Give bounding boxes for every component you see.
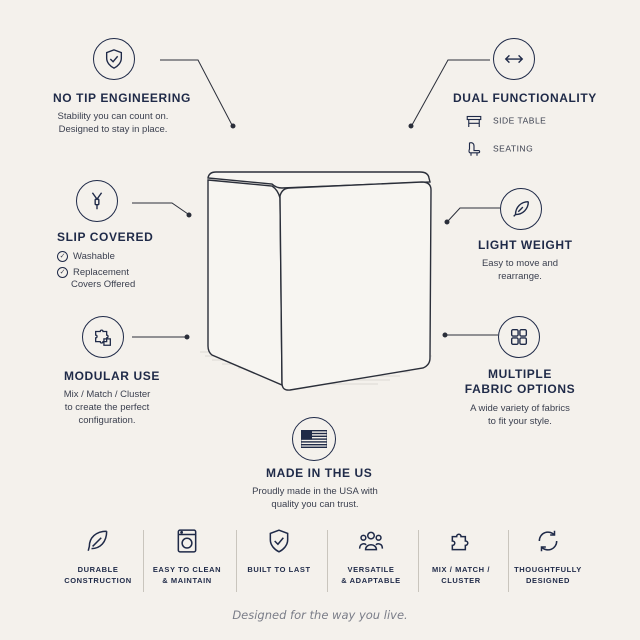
bottom-feature-label-line1: THOUGHTFULLY: [514, 565, 582, 574]
bottom-feature-label-line2: CONSTRUCTION: [64, 576, 132, 585]
zipper-icon: [76, 180, 118, 222]
bottom-feature-easy-clean: EASY TO CLEAN & MAINTAIN: [142, 528, 232, 586]
side-table-icon: [466, 115, 482, 127]
slip-item-replacement-label: Replacement: [73, 267, 129, 279]
fabric-desc-line2: to fit your style.: [488, 416, 552, 427]
puzzle-icon: [82, 316, 124, 358]
made-desc: Proudly made in the USA with quality you…: [235, 485, 395, 511]
bottom-feature-label-line2: & MAINTAIN: [162, 576, 212, 585]
bottom-feature-label-line1: VERSATILE: [347, 565, 395, 574]
bottom-feature-label-line1: MIX / MATCH /: [431, 565, 491, 574]
made-title: MADE IN THE US: [266, 466, 373, 480]
dual-item-side-table-label: SIDE TABLE: [493, 115, 547, 126]
divider: [236, 530, 237, 592]
tagline: Designed for the way you live.: [232, 608, 408, 622]
bottom-feature-label-line2: DESIGNED: [526, 576, 570, 585]
puzzle-icon: [451, 533, 469, 551]
armchair-icon: [468, 142, 481, 156]
slip-item-covers: Covers Offered: [71, 279, 135, 291]
dual-title: DUAL FUNCTIONALITY: [453, 91, 597, 105]
fabric-desc-line1: A wide variety of fabrics: [470, 403, 570, 414]
bottom-feature-label-line1: BUILT TO LAST: [247, 565, 311, 574]
shield-check-icon: [269, 529, 289, 553]
bottom-feature-label-line2: CLUSTER: [441, 576, 481, 585]
modular-desc: Mix / Match / Cluster to create the perf…: [37, 388, 177, 427]
dual-item-seating-label: SEATING: [493, 143, 534, 154]
dual-item-seating: SEATING: [465, 140, 533, 158]
made-desc-line1: Proudly made in the USA with: [252, 486, 378, 497]
light-desc: Easy to move and rearrange.: [450, 257, 590, 283]
washing-machine-icon: [177, 529, 197, 553]
modular-title: MODULAR USE: [64, 369, 160, 383]
divider: [508, 530, 509, 592]
fabric-desc: A wide variety of fabrics to fit your st…: [450, 402, 590, 428]
fabric-title-line1: MULTIPLE: [488, 367, 552, 381]
no-tip-desc: Stability you can count on. Designed to …: [43, 110, 183, 136]
grid-icon: [498, 316, 540, 358]
divider: [327, 530, 328, 592]
no-tip-desc-line2: Designed to stay in place.: [58, 124, 168, 135]
bottom-feature-durable: DURABLE CONSTRUCTION: [53, 528, 143, 586]
us-flag-icon: [292, 417, 336, 461]
bottom-feature-label-line2: & ADAPTABLE: [341, 576, 401, 585]
modular-desc-line2: to create the perfect: [64, 402, 150, 413]
modular-desc-line3: configuration.: [78, 415, 136, 426]
bottom-feature-label-line1: DURABLE: [77, 565, 119, 574]
made-desc-line2: quality you can trust.: [271, 499, 359, 510]
light-title: LIGHT WEIGHT: [478, 238, 573, 252]
slip-item-washable: ✓ Washable: [57, 251, 115, 263]
refresh-icon: [538, 530, 558, 552]
light-desc-line2: rearrange.: [498, 271, 542, 282]
no-tip-desc-line1: Stability you can count on.: [57, 111, 169, 122]
check-icon: ✓: [57, 267, 68, 278]
leaf-icon: [87, 530, 108, 551]
bottom-feature-mix-match: MIX / MATCH / CLUSTER: [416, 528, 506, 586]
dual-item-side-table: SIDE TABLE: [465, 112, 546, 130]
divider: [418, 530, 419, 592]
check-icon: ✓: [57, 251, 68, 262]
bottom-feature-versatile: VERSATILE & ADAPTABLE: [326, 528, 416, 586]
divider: [143, 530, 144, 592]
bottom-feature-thoughtful: THOUGHTFULLY DESIGNED: [503, 528, 593, 586]
slip-item-covers-label: Covers Offered: [71, 279, 136, 290]
light-desc-line1: Easy to move and: [481, 258, 559, 269]
bottom-feature-label-line1: EASY TO CLEAN: [152, 565, 222, 574]
fabric-title: MULTIPLE FABRIC OPTIONS: [455, 367, 585, 397]
arrows-left-right-icon: [493, 38, 535, 80]
modular-desc-line1: Mix / Match / Cluster: [63, 389, 151, 400]
slip-title: SLIP COVERED: [57, 230, 154, 244]
bottom-feature-built-to-last: BUILT TO LAST: [234, 528, 324, 575]
fabric-title-line2: FABRIC OPTIONS: [464, 382, 576, 396]
shield-check-icon: [93, 38, 135, 80]
slip-item-replacement: ✓ Replacement: [57, 267, 129, 279]
slip-item-washable-label: Washable: [73, 251, 115, 263]
no-tip-title: NO TIP ENGINEERING: [53, 91, 191, 105]
feather-icon: [500, 188, 542, 230]
people-icon: [358, 531, 384, 551]
